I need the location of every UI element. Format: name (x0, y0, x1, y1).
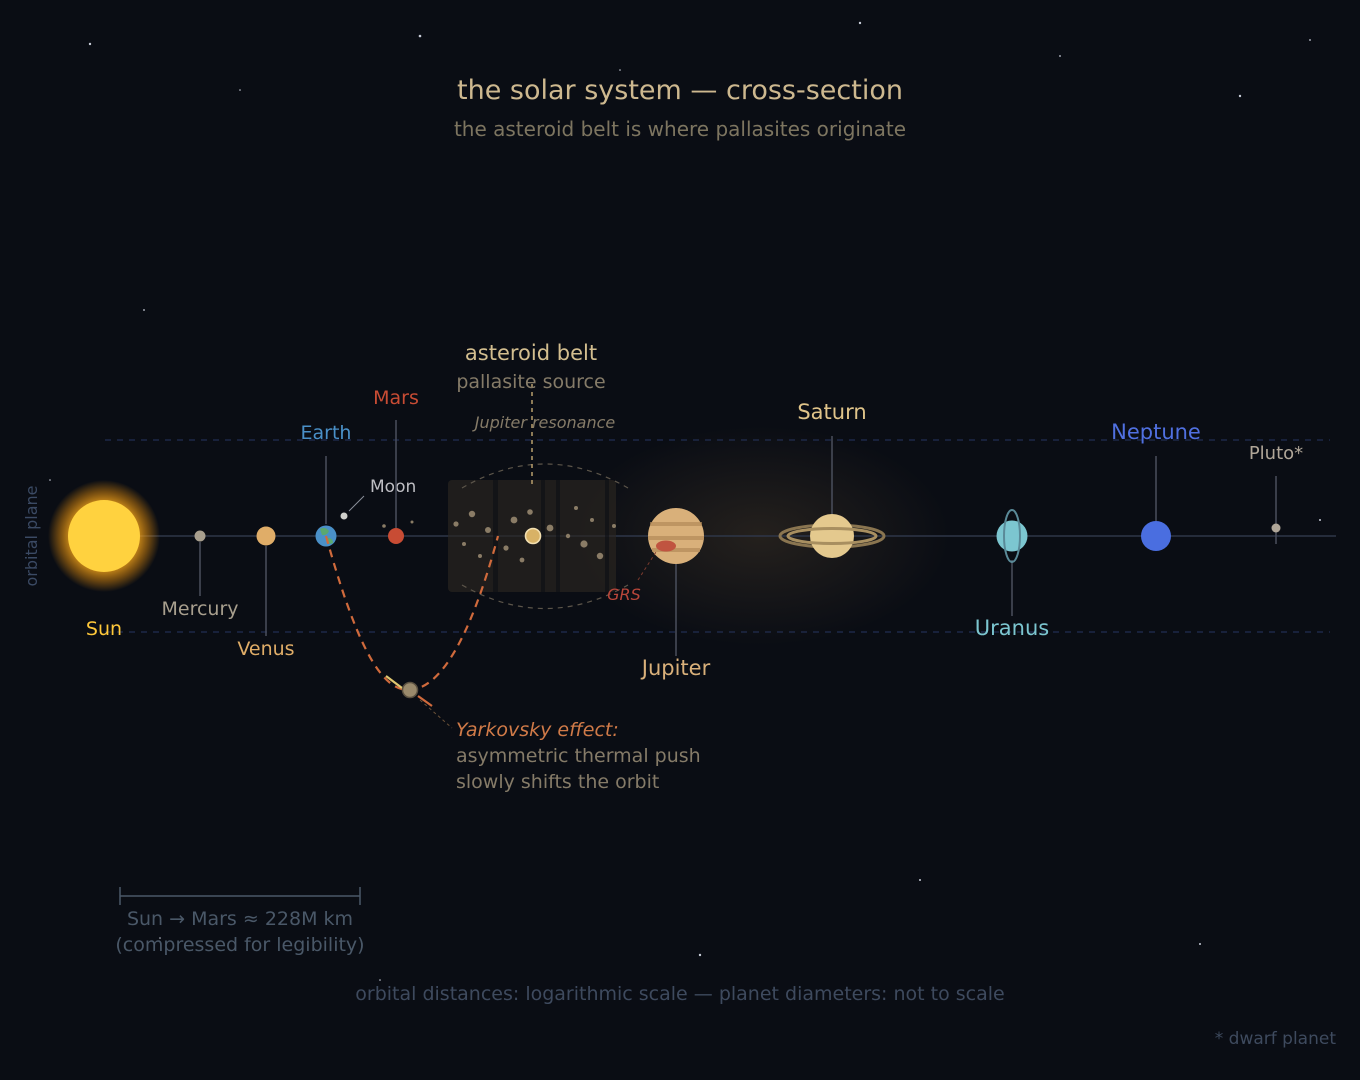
scale-bar: Sun → Mars ≈ 228M km (compressed for leg… (115, 887, 365, 956)
yarkovsky-line-1: asymmetric thermal push (456, 745, 701, 767)
earth-continents (320, 527, 333, 544)
yarkovsky-asteroid (401, 681, 419, 699)
mercury: Mercury (161, 530, 239, 620)
earth-label: Earth (301, 422, 352, 444)
yarkovsky-title: Yarkovsky effect: (456, 719, 619, 741)
pluto-label: Pluto* (1249, 443, 1303, 464)
kirkwood-gap (605, 480, 609, 592)
uranus-label: Uranus (975, 616, 1049, 640)
yarkovsky-illustration: Yarkovsky effect: asymmetric thermal pus… (324, 535, 701, 793)
neptune-label: Neptune (1111, 420, 1201, 444)
venus-label: Venus (237, 638, 294, 660)
scale-bar-label-1: Sun → Mars ≈ 228M km (127, 908, 353, 930)
saturn-planet (810, 514, 854, 558)
scale-bar-label-2: (compressed for legibility) (115, 934, 364, 956)
pallasite-parent-body (524, 527, 542, 545)
kirkwood-gap (493, 480, 498, 592)
star-field (49, 21, 1321, 981)
moon-body (340, 512, 348, 520)
asteroids (382, 506, 616, 563)
kirkwood-gap (541, 480, 545, 592)
mercury-planet (194, 530, 206, 542)
thermal-push-arrow (417, 695, 433, 707)
uranus-planet (996, 520, 1028, 552)
earth: Earth Moon (301, 422, 416, 547)
uranus: Uranus (975, 509, 1049, 640)
asteroid-belt-title: asteroid belt (465, 341, 597, 365)
moon-leader (348, 495, 365, 512)
great-red-spot (656, 540, 676, 552)
yarkovsky-leader (419, 699, 453, 729)
moon-label: Moon (370, 477, 416, 497)
diagram-title: the solar system — cross-section (457, 75, 903, 106)
venus: Venus (237, 526, 295, 660)
jupiter-resonance-arc (461, 463, 629, 610)
kirkwood-gap (556, 480, 560, 592)
mars-label: Mars (373, 387, 419, 409)
mars-planet (388, 528, 404, 544)
saturn: Saturn (778, 400, 886, 558)
neptune: Neptune (1111, 420, 1201, 551)
asteroid-belt: asteroid belt pallasite source Jupiter r… (382, 341, 629, 610)
neptune-planet (1141, 521, 1171, 551)
sun: Sun (48, 480, 160, 640)
thermal-push-arrow (385, 675, 403, 689)
sun-label: Sun (86, 618, 122, 640)
sun-disk (68, 500, 140, 572)
diagram-subtitle: the asteroid belt is where pallasites or… (454, 117, 906, 141)
saturn-rings-front (786, 527, 878, 545)
yarkovsky-line-2: slowly shifts the orbit (456, 771, 659, 793)
scale-note: orbital distances: logarithmic scale — p… (355, 983, 1004, 1005)
orbital-plane-label: orbital plane (22, 486, 41, 587)
grs-label: GRS (607, 585, 641, 604)
jupiter: GRS Jupiter (607, 508, 711, 680)
asteroid-belt-subtitle: pallasite source (456, 371, 605, 393)
jupiter-label: Jupiter (640, 656, 711, 680)
dwarf-planet-footnote: * dwarf planet (1215, 1029, 1337, 1049)
saturn-label: Saturn (797, 400, 866, 424)
mars: Mars (373, 387, 419, 544)
uranus-ring (1003, 509, 1021, 563)
pluto-body (1271, 523, 1281, 533)
mercury-label: Mercury (161, 598, 238, 620)
jupiter-resonance-label: Jupiter resonance (472, 413, 616, 432)
venus-planet (256, 526, 276, 546)
pluto: Pluto* (1249, 443, 1303, 544)
